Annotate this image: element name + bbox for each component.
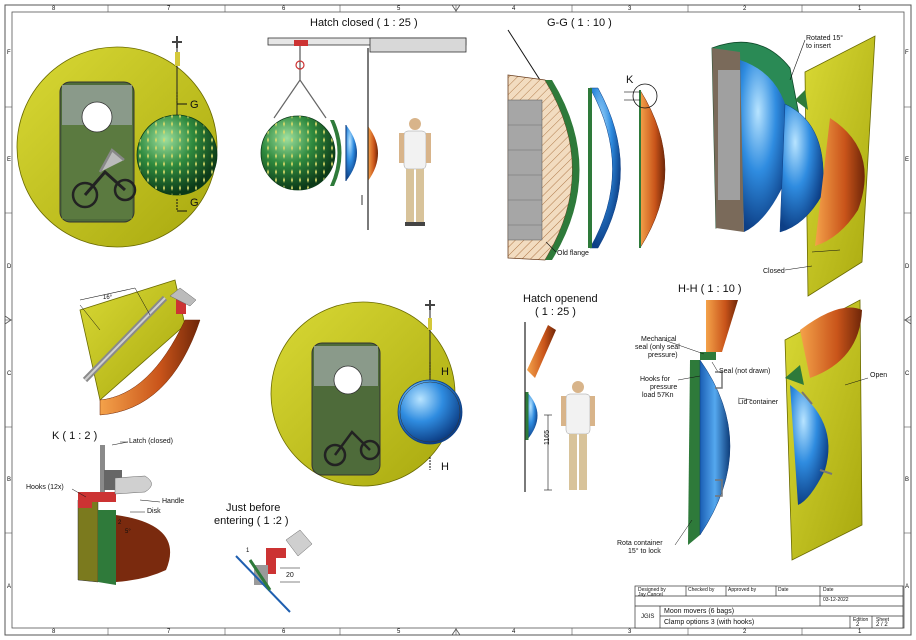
title-block [634,585,904,629]
grid-row-c-right: C [905,371,910,377]
tb-edition-label: Edition [853,617,869,623]
annotation-rota-2: 15° to lock [628,548,661,555]
view-title-just-before-2: entering ( 1 :2 ) [214,515,289,527]
grid-row-d-right: D [905,264,910,270]
rotated-perspective-view [711,35,876,297]
tb-edition: 2 [856,622,860,628]
grid-col-5: 5 [397,6,401,12]
annotation-rota-1: Rota container [617,540,663,547]
tb-designed-by-label: Designed by [638,587,666,593]
k-detail-view [71,441,171,585]
view-title-k: K ( 1 : 2 ) [52,430,98,442]
dimension-angle: 16° [103,295,113,301]
grid-col-4: 4 [512,6,516,12]
annotation-mech-seal-2: seal (only seal [635,344,680,351]
annotation-rotated-1: Rotated 15° [806,35,844,42]
grid-row-b: B [7,477,12,483]
view-title-hatch-opened-2: ( 1 : 25 ) [535,306,576,318]
grid-col-6-bottom: 6 [282,629,286,635]
hatch-opened-view [524,322,595,492]
dimension-height: 1165 [544,429,551,445]
section-marker-k: K [626,74,634,86]
annotation-rotated-2: to insert [806,43,831,50]
grid-row-f: F [7,50,11,56]
human-figure-1 [399,118,431,226]
grid-row-d: D [7,264,12,270]
grid-col-2-bottom: 2 [743,629,747,635]
view-title-hatch-closed: Hatch closed ( 1 : 25 ) [310,17,418,29]
grid-col-5-bottom: 5 [397,629,401,635]
view-title-gg: G-G ( 1 : 10 ) [547,17,612,29]
grid-col-2: 2 [743,6,747,12]
grid-row-f-right: F [905,50,909,56]
human-figure-2 [561,381,595,490]
just-before-entering-view [235,529,313,613]
bottom-disc-view [270,300,463,487]
tb-sheet-label: Sheet [876,617,890,623]
tb-date-label-2: Date [823,587,834,593]
annotation-old-flange: Old flange [557,250,589,257]
tb-title: Moon movers (6 bags) [664,608,735,615]
drawing-frame [4,4,912,636]
annotation-hooks-load-1: Hooks for [640,376,670,383]
grid-col-3-bottom: 3 [628,629,632,635]
hh-section-view [663,300,753,546]
annotation-lid-container: Lid container [738,399,779,406]
gg-section-view [507,29,666,261]
top-disc-view [16,36,218,248]
grid-col-7: 7 [167,6,171,12]
motorcycle-image [71,148,137,209]
tb-date-label: Date [778,587,789,593]
section-marker-h-top: H [441,366,449,378]
view-title-just-before-1: Just before [226,502,281,514]
annotation-hooks-load-3: load 57Kn [642,392,674,399]
tb-subtitle: Clamp options 3 (with hooks) [664,619,755,626]
grid-row-b-right: B [905,477,910,483]
annotation-seal-not-drawn: Seal (not drawn) [719,368,771,375]
grid-col-7-bottom: 7 [167,629,171,635]
annotation-disk: Disk [147,508,161,515]
section-marker-g-top: G [190,99,199,111]
annotation-handle: Handle [162,498,185,505]
view-title-hh: H-H ( 1 : 10 ) [678,283,742,295]
grid-row-a-right: A [905,584,910,590]
section-marker-h-bottom: H [441,461,449,473]
grid-col-3: 3 [628,6,632,12]
grid-row-e: E [7,157,12,163]
annotation-mech-seal-1: Mechanical [641,336,677,343]
section-marker-g-bottom: G [190,197,199,209]
tb-sheet: 2 / 2 [876,622,888,628]
grid-row-c: C [7,371,12,377]
annotation-open: Open [870,372,888,379]
annotation-mech-seal-3: pressure) [648,352,678,359]
tb-company: JGIS [641,614,655,620]
annotation-latch: Latch (closed) [129,438,173,445]
grid-col-1-bottom: 1 [858,629,862,635]
grid-row-e-right: E [905,157,910,163]
annotation-hooks-12: Hooks (12x) [26,484,64,491]
grid-col-6: 6 [282,6,286,12]
hatch-closed-view [260,37,467,230]
grid-col-8-bottom: 8 [52,629,56,635]
annotation-hooks-load-2: pressure [650,384,678,391]
open-perspective-view [784,299,869,561]
grid-col-4-bottom: 4 [512,629,516,635]
tb-designed-by: Jay Cancel [638,592,663,598]
grid-row-a: A [7,584,12,590]
tb-approved-by-label: Approved by [728,587,757,593]
grid-col-8: 8 [52,6,56,12]
tb-checked-by-label: Checked by [688,587,715,593]
oblique-view [79,279,201,416]
grid-col-1: 1 [858,6,862,12]
view-title-hatch-opened-1: Hatch openend [523,293,598,305]
dimension-2: 2 [118,520,122,526]
dimension-angle-2: 5° [125,529,131,535]
annotation-closed: Closed [763,268,785,275]
dimension-20: 20 [286,572,294,579]
dimension-1: 1 [246,548,250,554]
tb-date: 03-12-2022 [823,597,849,603]
